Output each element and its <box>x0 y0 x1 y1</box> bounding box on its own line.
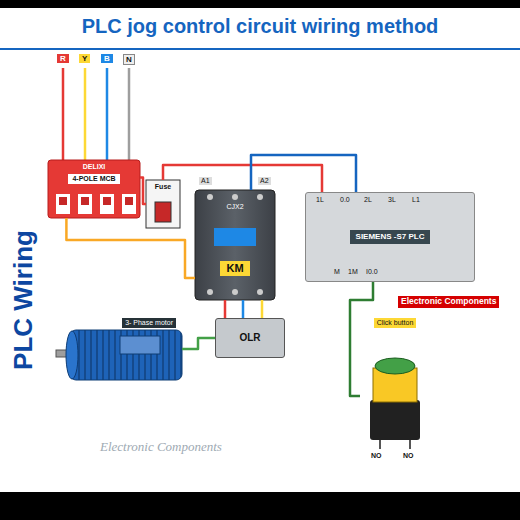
contactor-body <box>257 289 263 295</box>
contactor-body <box>257 194 263 200</box>
node-label: CJX2 <box>226 203 243 211</box>
bottom-band <box>0 492 520 520</box>
plc-terminal: 3L <box>388 196 396 204</box>
mcb-body <box>125 197 133 205</box>
node-sublabel: 4-POLE MCB <box>68 174 119 184</box>
background <box>0 8 520 492</box>
supply-wires <box>128 68 131 160</box>
coil-terminal: A1 <box>199 177 212 185</box>
motor-body <box>120 336 160 354</box>
side-heading: PLC Wiring <box>9 230 39 370</box>
mcb-body <box>100 194 114 214</box>
node-label: Click button <box>374 318 417 328</box>
node-sublabel: KM <box>220 261 249 276</box>
plc-terminal: 1M <box>348 268 358 276</box>
contactor-body <box>207 194 213 200</box>
phase-tag: Y <box>79 54 90 63</box>
phase-wires <box>225 300 262 318</box>
phase-tag: R <box>57 54 69 63</box>
node-label: 3- Phase motor <box>122 318 176 328</box>
plc-terminal: 0.0 <box>340 196 350 204</box>
phase-wires <box>224 300 227 318</box>
background <box>0 48 520 50</box>
fuse-body <box>146 180 180 228</box>
push-button <box>380 440 410 449</box>
coil-terminal: A2 <box>258 177 271 185</box>
phase-tag: B <box>101 54 113 63</box>
plc-terminal: 2L <box>364 196 372 204</box>
mcb-body <box>56 194 70 214</box>
plc-terminal: M <box>334 268 340 276</box>
supply-wires <box>106 68 109 160</box>
push-button: Click button <box>360 318 430 448</box>
wire <box>163 165 322 192</box>
push-button <box>370 400 420 440</box>
contactor-body <box>214 228 256 246</box>
contactor-body <box>207 289 213 295</box>
fuse-body <box>155 202 171 222</box>
mcb-body <box>103 197 111 205</box>
contactor-body <box>195 190 275 300</box>
neutral-tag: N <box>123 54 135 65</box>
plc-terminal: 1L <box>316 196 324 204</box>
node-label: Fuse <box>155 183 171 191</box>
contactor-body <box>195 190 275 300</box>
wire <box>242 300 245 318</box>
background <box>0 8 520 492</box>
overload-relay: OLR <box>215 318 285 358</box>
mcb-body <box>81 197 89 205</box>
mcb-body <box>48 160 140 218</box>
plc-terminal: L1 <box>412 196 420 204</box>
node-label: DELIXI <box>83 163 106 171</box>
motor-body <box>56 330 182 380</box>
mcb-breaker: DELIXI 4-POLE MCB <box>48 160 140 218</box>
phase-wires <box>261 300 264 318</box>
motor-body <box>70 330 182 380</box>
supply-wires <box>63 68 129 160</box>
supply-wires <box>62 68 65 160</box>
contactor-body <box>232 194 238 200</box>
fuse-body <box>146 180 180 228</box>
wire <box>251 155 356 192</box>
bottom-band <box>0 492 520 520</box>
mcb-body <box>59 197 67 205</box>
wire <box>350 282 373 396</box>
wire <box>140 177 146 204</box>
contact-label: NO <box>403 452 414 460</box>
contactor-body <box>232 289 238 295</box>
mcb-body <box>48 160 140 218</box>
contact-label: NO <box>371 452 382 460</box>
plc: SIEMENS -S7 PLC <box>305 192 475 282</box>
node-label: SIEMENS -S7 PLC <box>350 230 431 243</box>
supply-wires <box>84 68 87 160</box>
mcb-body <box>78 194 92 214</box>
brand-tag: Electronic Components <box>398 296 499 308</box>
push-button <box>370 358 420 449</box>
contactor: CJX2KM <box>195 190 275 300</box>
motor-body <box>66 331 78 379</box>
mcb-body <box>122 194 136 214</box>
watermark: Electronic Components <box>100 440 222 455</box>
wire <box>66 218 195 278</box>
push-button <box>375 358 415 374</box>
three-phase-motor: 3- Phase motor <box>62 318 182 380</box>
plc-terminal: I0.0 <box>366 268 378 276</box>
wire <box>182 338 215 349</box>
title: PLC jog control circuit wiring method <box>0 15 520 38</box>
node-label: OLR <box>239 332 260 344</box>
fuse-holder: Fuse <box>146 180 180 228</box>
